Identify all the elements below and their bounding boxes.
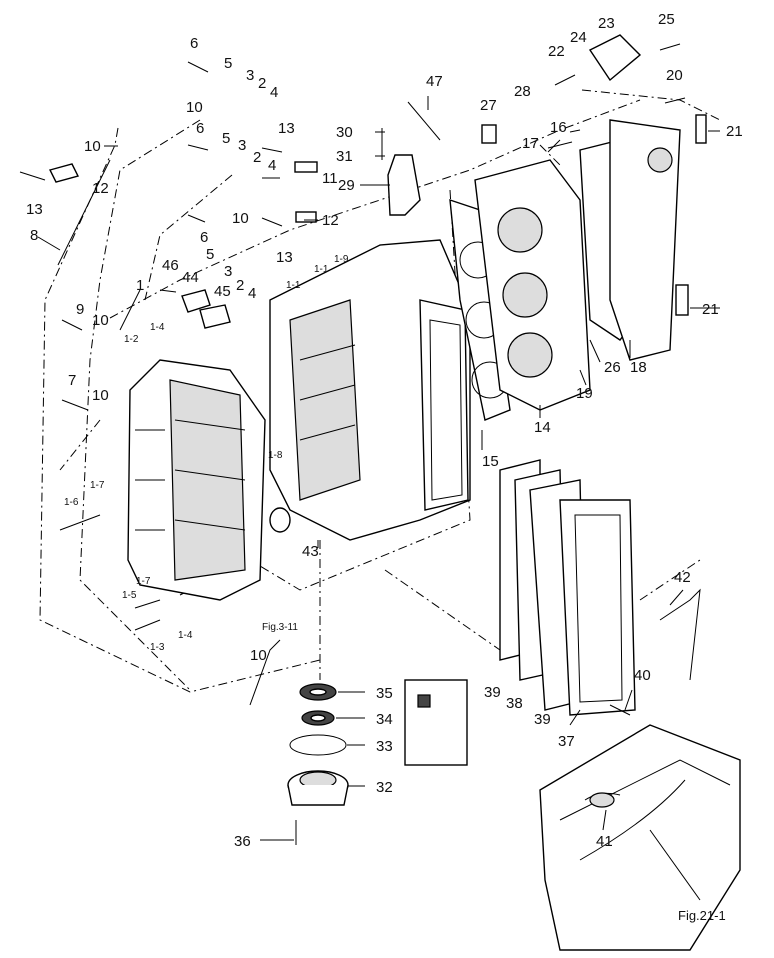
callout-1-4: 1-4	[178, 630, 193, 641]
callout-3: 3	[238, 137, 246, 154]
callout-13: 13	[278, 120, 295, 137]
callout-31: 31	[336, 148, 353, 165]
callout-10: 10	[232, 210, 249, 227]
callout-27: 27	[480, 97, 497, 114]
callout-11: 11	[322, 170, 338, 187]
bottom-cowl	[539, 724, 741, 951]
callout-1-9: 1-9	[334, 254, 349, 265]
callout-7: 7	[68, 372, 76, 389]
callout-1: 1	[136, 277, 144, 294]
callout-4: 4	[268, 157, 276, 174]
callout-1-7: 1-7	[136, 576, 151, 587]
callout-2: 2	[253, 149, 261, 166]
callout-29: 29	[338, 177, 355, 194]
callout-3: 3	[224, 263, 232, 280]
callout-40: 40	[634, 667, 651, 684]
callout-1-1: 1-1	[314, 264, 329, 275]
callout-24: 24	[570, 29, 587, 46]
leader-lines	[37, 96, 720, 901]
callout-2: 2	[236, 277, 244, 294]
callout-44: 44	[182, 269, 199, 286]
callout-20: 20	[666, 67, 683, 84]
callout-6: 6	[196, 120, 204, 137]
callout-1-3: 1-3	[150, 642, 165, 653]
callout-10: 10	[92, 312, 109, 329]
cylinder-head-group	[449, 119, 681, 421]
crankcase	[127, 359, 266, 601]
callout-47: 47	[426, 73, 443, 90]
callout-4: 4	[270, 84, 278, 101]
callout-33: 33	[376, 738, 393, 755]
callout-6: 6	[190, 35, 198, 52]
callout-13: 13	[26, 201, 43, 218]
callout-23: 23	[598, 15, 615, 32]
callout-18: 18	[630, 359, 647, 376]
callout-1-8: 1-8	[268, 450, 283, 461]
callout-38: 38	[506, 695, 523, 712]
callout-6: 6	[200, 229, 208, 246]
callout-5: 5	[206, 246, 214, 263]
callout-45: 45	[214, 283, 231, 300]
callout-10: 10	[84, 138, 101, 155]
callout-labels: 6 5 3 2 4 10 6 5 3 2 4 13 11 10 12 13 8 …	[26, 11, 743, 923]
callout-21: 21	[726, 123, 743, 140]
callout-10: 10	[186, 99, 203, 116]
callout-36: 36	[234, 833, 251, 850]
exhaust-cover-group	[499, 459, 636, 716]
callout-41: 41	[596, 833, 613, 850]
callout-39: 39	[484, 684, 501, 701]
callout-1-5: 1-5	[122, 590, 137, 601]
cylinder-block	[269, 239, 471, 541]
callout-28: 28	[514, 83, 531, 100]
callout-3: 3	[246, 67, 254, 84]
hoses	[57, 159, 701, 706]
callout-39: 39	[534, 711, 551, 728]
callout-1-7: 1-7	[90, 480, 105, 491]
callout-12: 12	[92, 180, 109, 197]
callout-5: 5	[222, 130, 230, 147]
callout-5: 5	[224, 55, 232, 72]
callout-16: 16	[550, 119, 567, 136]
lower-bearing-group	[287, 679, 468, 806]
callout-17: 17	[522, 135, 539, 152]
callout-26: 26	[604, 359, 621, 376]
callout-37: 37	[558, 733, 575, 750]
callout-2: 2	[258, 75, 266, 92]
callout-8: 8	[30, 227, 38, 244]
callout-12: 12	[322, 212, 339, 229]
callout-fig-3-11: Fig.3-11	[262, 622, 298, 633]
callout-1-6: 1-6	[64, 497, 79, 508]
callout-4: 4	[248, 285, 256, 302]
callout-1-2: 1-2	[124, 334, 139, 345]
callout-13: 13	[276, 249, 293, 266]
callout-21: 21	[702, 301, 719, 318]
callout-35: 35	[376, 685, 393, 702]
callout-22: 22	[548, 43, 565, 60]
callout-25: 25	[658, 11, 675, 28]
callout-9: 9	[76, 301, 84, 318]
callout-46: 46	[162, 257, 179, 274]
fasteners	[19, 34, 707, 845]
callout-42: 42	[674, 569, 691, 586]
callout-43: 43	[302, 543, 319, 560]
callout-30: 30	[336, 124, 353, 141]
callout-19: 19	[576, 385, 593, 402]
callout-10: 10	[92, 387, 109, 404]
callout-15: 15	[482, 453, 499, 470]
assembly-guide-lines	[39, 89, 721, 693]
figure-reference: Fig.21-1	[678, 908, 726, 923]
callout-34: 34	[376, 711, 393, 728]
callout-10: 10	[250, 647, 267, 664]
callout-1-4: 1-4	[150, 322, 165, 333]
callout-32: 32	[376, 779, 393, 796]
callout-1-1: 1-1	[286, 280, 301, 291]
callout-14: 14	[534, 419, 551, 436]
